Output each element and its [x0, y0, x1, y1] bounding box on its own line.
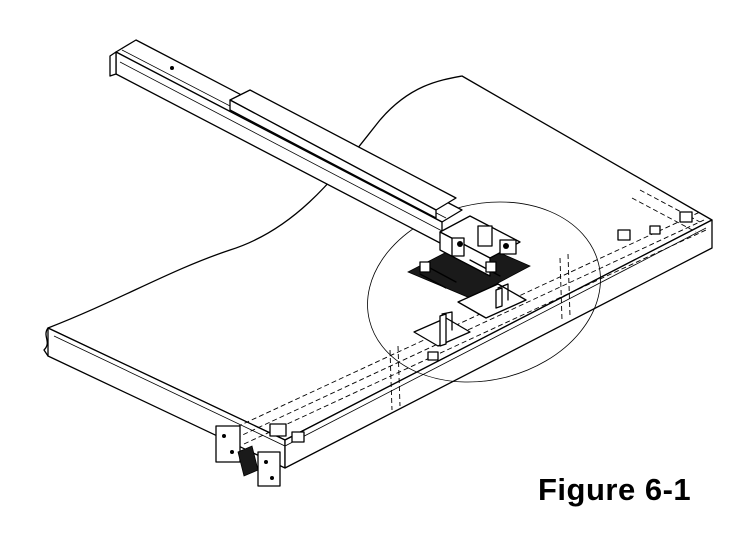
- door-panel-icon: [43, 75, 713, 469]
- latch-mechanism-icon: [407, 215, 531, 299]
- edge-fittings: [269, 211, 693, 443]
- figure-caption: Figure 6-1: [538, 472, 692, 507]
- edge-hinge-bracket-icon: [215, 425, 281, 487]
- latch-strike-icon: [413, 283, 527, 347]
- exit-device-bar-icon: [109, 39, 463, 245]
- detail-ellipse-icon: [367, 201, 601, 383]
